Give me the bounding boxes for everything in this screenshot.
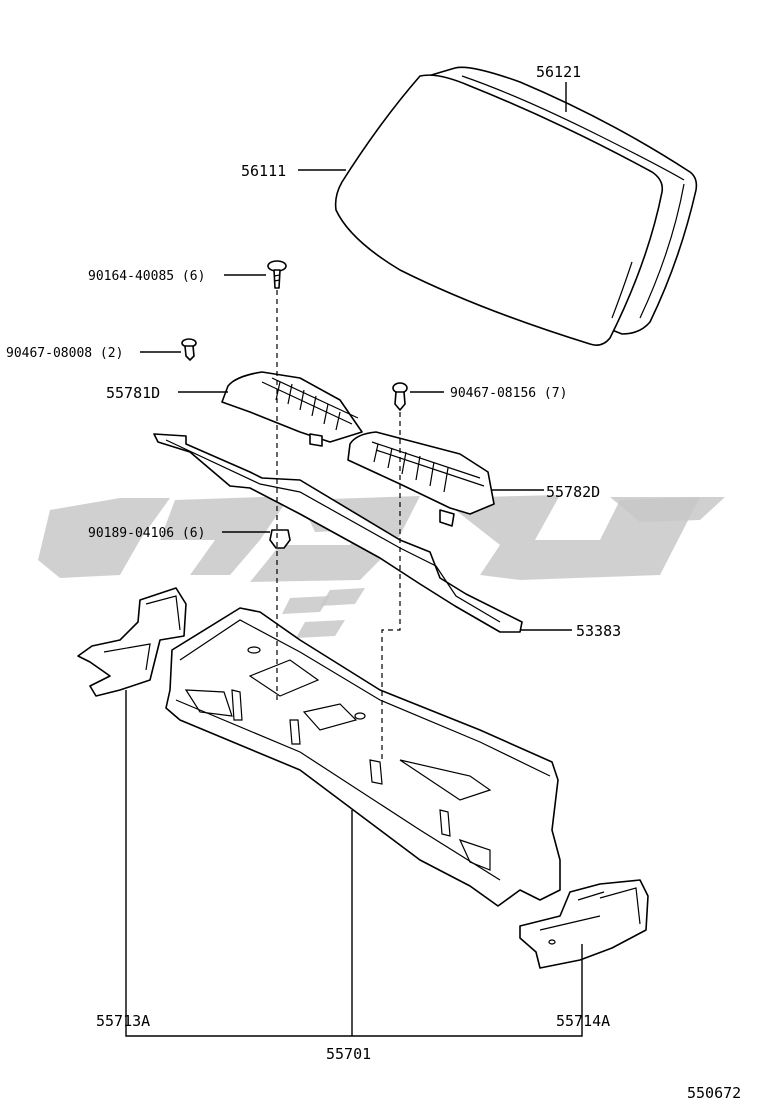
label-90164-40085: 90164-40085 (6) (88, 269, 205, 284)
label-56121: 56121 (536, 63, 581, 81)
label-55782D: 55782D (546, 483, 600, 501)
windshield-glass (334, 74, 664, 346)
clip-icon-2 (392, 382, 408, 411)
louver-left (221, 371, 363, 447)
label-55781D: 55781D (106, 384, 160, 402)
leader-lines (125, 82, 583, 1037)
label-90467-08008: 90467-08008 (2) (6, 346, 123, 361)
label-90189-04106: 90189-04106 (6) (88, 526, 205, 541)
screw-icon (267, 260, 287, 289)
cowl-panel (165, 607, 561, 907)
clip-icon (181, 338, 197, 361)
nut-clip-icon (269, 529, 291, 549)
bracket-right (519, 879, 649, 969)
bracket-left (77, 587, 187, 697)
label-55713A: 55713A (96, 1012, 150, 1030)
label-55714A: 55714A (556, 1012, 610, 1030)
watermark-logo (38, 495, 725, 638)
label-53383: 53383 (576, 622, 621, 640)
label-56111: 56111 (241, 162, 286, 180)
label-90467-08156: 90467-08156 (7) (450, 386, 567, 401)
label-55701: 55701 (326, 1045, 371, 1063)
louver-right (347, 431, 495, 527)
diagram-id: 550672 (687, 1084, 741, 1102)
